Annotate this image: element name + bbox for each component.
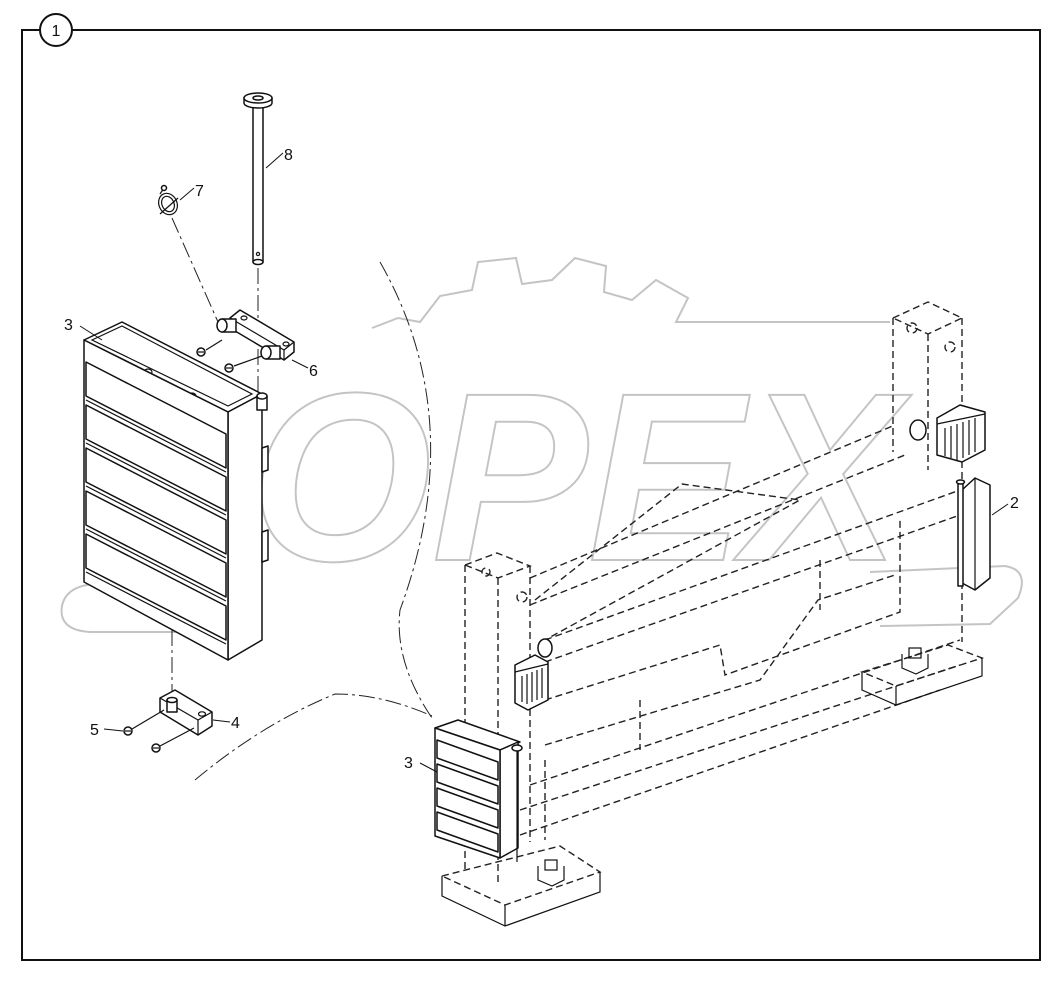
rung-clamp-right [909, 404, 986, 463]
watermark-text: OPEX [250, 343, 913, 611]
callout-4: 4 [231, 715, 240, 732]
leader-6 [291, 359, 309, 369]
lower-bracket: 4 [159, 689, 240, 736]
upper-screws [196, 339, 263, 373]
frame-number-circle [39, 13, 73, 47]
leader-4 [212, 719, 231, 723]
callout-2: 2 [1010, 495, 1019, 512]
leader-2 [991, 503, 1009, 516]
foot-bracket-right [901, 654, 929, 675]
center-lines [171, 217, 433, 781]
callout-6: 6 [309, 363, 318, 380]
callout-8: 8 [284, 147, 293, 164]
callout-5: 5 [90, 722, 99, 739]
leader-3-mounted [419, 762, 438, 773]
pin: 8 [243, 92, 293, 266]
step-panel: 3 [64, 317, 269, 661]
rung-clamp-left [514, 638, 553, 711]
watermark: OPEX [60, 256, 1023, 633]
drawing-border: 1 [21, 13, 1041, 961]
leader-3 [79, 325, 103, 341]
foot-bracket-left [537, 866, 565, 887]
side-plate: 2 [955, 477, 1019, 591]
leader-8 [265, 152, 284, 169]
lower-screws: 5 [90, 709, 195, 753]
watermark-gear [371, 256, 890, 329]
leader-5 [103, 728, 124, 732]
callout-3-mounted: 3 [404, 755, 413, 772]
frame-number: 1 [52, 23, 61, 40]
leader-7 [179, 187, 195, 201]
callout-7: 7 [195, 183, 204, 200]
mounted-step-panel: 3 [404, 719, 523, 862]
clip: 7 [158, 183, 204, 216]
callout-3: 3 [64, 317, 73, 334]
upper-bracket: 6 [216, 309, 318, 380]
